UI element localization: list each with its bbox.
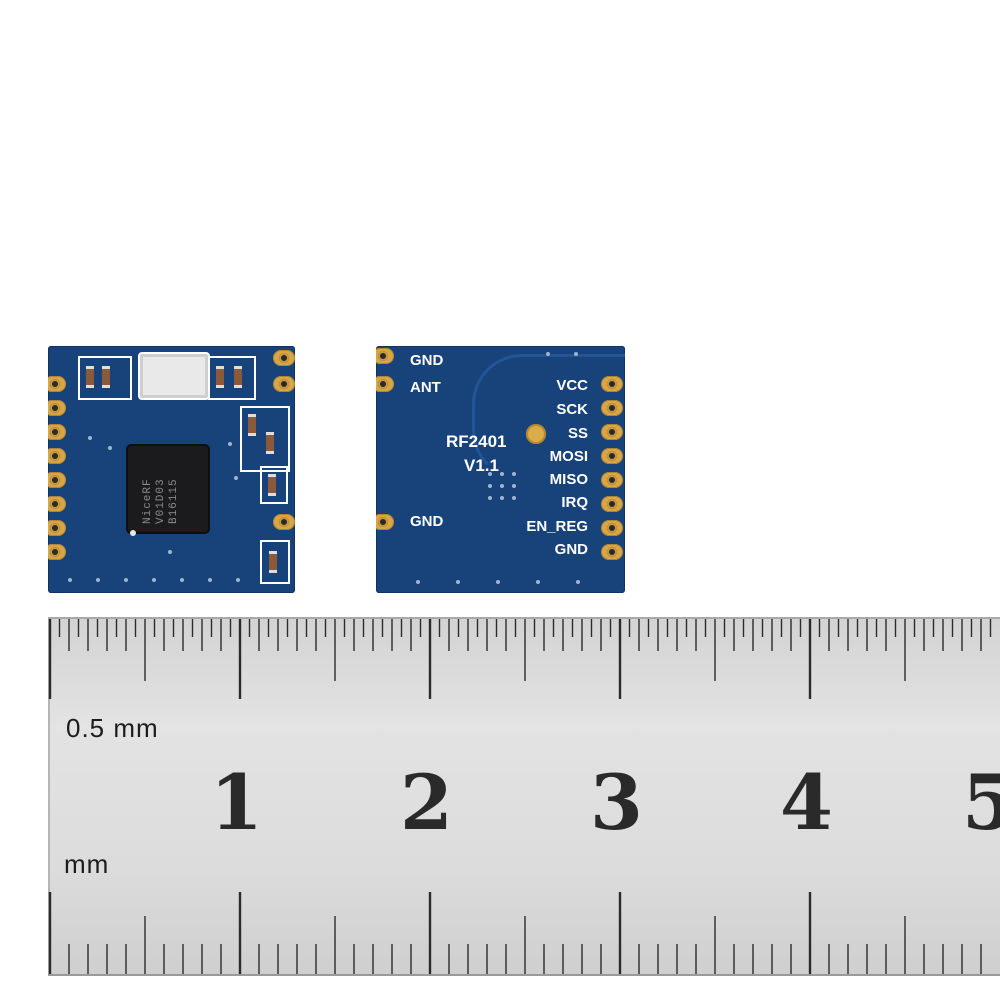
ruler-number-4: 4: [780, 758, 833, 847]
pad: [601, 496, 623, 512]
via: [500, 484, 504, 488]
via: [546, 352, 550, 356]
via: [500, 496, 504, 500]
pin-label-sck: SCK: [556, 401, 588, 418]
via: [88, 436, 92, 440]
pin-label-gnd: GND: [410, 352, 444, 369]
chip-line: NiceRF: [142, 478, 154, 524]
module-front-board: NiceRF V01D03 B16115: [48, 346, 295, 593]
via: [512, 496, 516, 500]
pin1-marker: [130, 530, 136, 536]
via: [496, 580, 500, 584]
pad: [48, 448, 66, 464]
via: [512, 484, 516, 488]
version-label: V1.1: [464, 456, 499, 475]
chip-line: V01D03: [155, 478, 167, 524]
component-outline: [208, 356, 256, 400]
pin-label-ss: SS: [567, 425, 588, 442]
via: [500, 472, 504, 476]
via: [208, 578, 212, 582]
capacitor: [234, 366, 242, 388]
inductor: [268, 474, 276, 496]
steel-ruler: 0.5 mm mm 1 2 3 4 5: [48, 617, 1000, 976]
ruler-number-3: 3: [590, 758, 643, 847]
pad: [273, 350, 295, 366]
pin-label-ant: ANT: [410, 379, 441, 396]
ruler-number-5: 5: [962, 758, 1000, 847]
pad: [601, 472, 623, 488]
pin-label-mosi: MOSI: [549, 448, 588, 465]
ruler-number-1: 1: [210, 758, 263, 847]
pin-label-gnd: GND: [554, 541, 588, 558]
via: [168, 550, 172, 554]
pad: [48, 496, 66, 512]
pad: [601, 448, 623, 464]
via: [456, 580, 460, 584]
ruler-unit-top: 0.5 mm: [66, 713, 159, 743]
pad: [48, 424, 66, 440]
via: [228, 442, 232, 446]
capacitor: [248, 414, 256, 436]
pad: [48, 376, 66, 392]
pin-label-miso: MISO: [549, 471, 588, 488]
pad: [601, 400, 623, 416]
pin-label-en-reg: EN_REG: [526, 518, 588, 535]
pad: [601, 520, 623, 536]
via: [108, 446, 112, 450]
pad: [48, 400, 66, 416]
component-outline: [78, 356, 132, 400]
capacitor: [102, 366, 110, 388]
rf-chip: NiceRF V01D03 B16115: [128, 446, 208, 532]
via: [512, 472, 516, 476]
ruler-number-2: 2: [400, 758, 453, 847]
chip-marking: NiceRF V01D03 B16115: [142, 478, 181, 524]
via: [68, 578, 72, 582]
module-back-board: GND ANT GND VCC SCK SS MOSI MISO IRQ EN_…: [376, 346, 625, 593]
chip-line: B16115: [168, 478, 180, 524]
via: [234, 476, 238, 480]
pad: [376, 376, 394, 392]
via: [152, 578, 156, 582]
pad: [376, 348, 394, 364]
pad: [601, 376, 623, 392]
model-label: RF2401: [446, 432, 507, 451]
pad: [273, 376, 295, 392]
ruler-unit-bottom: mm: [64, 849, 110, 879]
test-point: [526, 424, 546, 444]
pad: [273, 514, 295, 530]
pad: [376, 514, 394, 530]
capacitor: [86, 366, 94, 388]
ruler-ticks: [48, 619, 992, 974]
component-outline: [260, 466, 288, 504]
capacitor: [269, 551, 277, 573]
via: [416, 580, 420, 584]
pad: [48, 520, 66, 536]
via: [574, 352, 578, 356]
pad: [601, 544, 623, 560]
pad: [48, 544, 66, 560]
capacitor: [266, 432, 274, 454]
pad: [48, 472, 66, 488]
pad: [601, 424, 623, 440]
via: [180, 578, 184, 582]
via: [488, 472, 492, 476]
pin-label-vcc: VCC: [556, 377, 588, 394]
via: [536, 580, 540, 584]
component-outline: [240, 406, 290, 472]
via: [124, 578, 128, 582]
pin-label-gnd: GND: [410, 513, 444, 530]
via: [96, 578, 100, 582]
pin-label-irq: IRQ: [561, 494, 588, 511]
via: [236, 578, 240, 582]
component-outline: [260, 540, 290, 584]
crystal-oscillator: [138, 352, 210, 400]
via: [488, 496, 492, 500]
capacitor: [216, 366, 224, 388]
via: [488, 484, 492, 488]
via: [576, 580, 580, 584]
